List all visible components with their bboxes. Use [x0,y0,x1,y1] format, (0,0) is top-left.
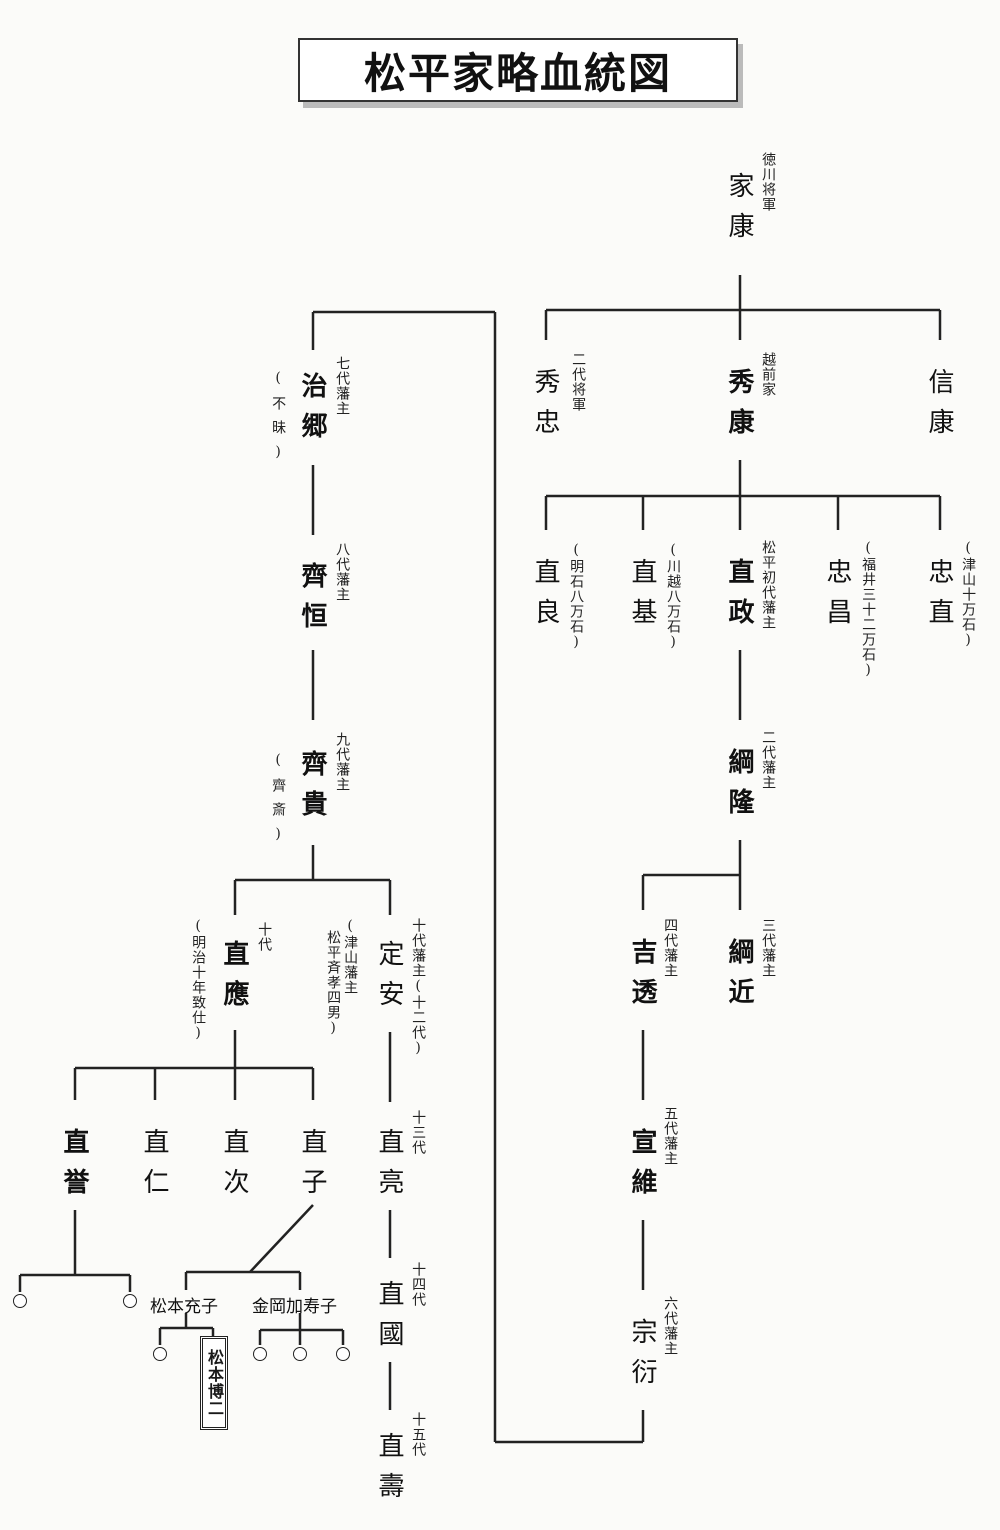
name-naomasa: 直政 [724,558,754,638]
note-munenobu: 六代藩主 [662,1296,679,1356]
note-hideyasu: 越前家 [760,352,777,397]
note-naritaka-alias: (齊斎) [270,752,287,852]
note-naomoto: (川越八万石) [665,542,682,651]
name-ieyasu: 家康 [724,172,754,252]
note-naritaka: 九代藩主 [334,732,351,792]
note-tsunataka: 二代藩主 [760,730,777,790]
name-tadamasa: 忠昌 [822,558,852,638]
name-yoshitoru: 吉透 [627,938,657,1018]
name-naoyasu: 直應 [219,940,249,1020]
unnamed-descendant-marker [123,1294,137,1308]
unnamed-descendant-marker [336,1347,350,1361]
note-sadayasu-alias: (津山藩主 [342,918,359,995]
note-tadanao: (津山十万石) [960,540,977,649]
note-harusato-alias: (不昧) [270,370,287,470]
unnamed-descendant-marker [253,1347,267,1361]
note-yoshitoru: 四代藩主 [662,918,679,978]
note-hidetada: 二代将軍 [570,352,587,412]
note-ieyasu: 徳川将軍 [760,152,777,212]
note-naomasa: 松平初代藩主 [760,540,777,630]
name-harusato: 治郷 [297,372,327,452]
name-naomoto: 直基 [627,558,657,638]
note-tsunachika: 三代藩主 [760,918,777,978]
name-nobuyasu: 信康 [924,368,954,448]
name-nobuzumi: 宣維 [627,1128,657,1208]
descendant-matsumoto-hiroji: 松本博二 [200,1336,228,1430]
note-sadayasu-alias2: 松平斉孝四男) [325,930,342,1037]
descendant-kaneoka-kazuko: 金岡加寿子 [252,1297,337,1317]
unnamed-descendant-marker [13,1294,27,1308]
name-naoko: 直子 [297,1128,327,1208]
name-naotsugu: 直次 [219,1128,249,1208]
name-narutsune: 齊恒 [297,562,327,642]
name-naohito: 直仁 [139,1128,169,1208]
name-hidetada: 秀忠 [530,368,560,448]
page-title: 松平家略血統図 [363,48,672,98]
note-tadamasa: (福井三十二万石) [860,540,877,679]
name-tsunachika: 綱近 [724,938,754,1018]
note-nobuzumi: 五代藩主 [662,1106,679,1166]
note-naohisa: 十五代 [410,1412,427,1457]
note-narutsune: 八代藩主 [334,542,351,602]
unnamed-descendant-marker [293,1347,307,1361]
name-sadayasu: 定安 [374,940,404,1020]
note-naoyasu-alias: (明治十年致仕) [190,918,207,1042]
unnamed-descendant-marker [153,1347,167,1361]
name-munenobu: 宗衍 [627,1318,657,1398]
note-harusato: 七代藩主 [334,356,351,416]
note-naokuni: 十四代 [410,1262,427,1307]
name-tsunataka: 綱隆 [724,748,754,828]
name-tadanao: 忠直 [924,558,954,638]
name-naokuni: 直國 [374,1280,404,1360]
note-naoyoshi: (明石八万石) [568,542,585,651]
note-naoyasu: 十代 [256,922,273,952]
name-naoyoshi: 直良 [530,558,560,638]
name-naohisa: 直壽 [374,1432,404,1512]
note-naoaki: 十三代 [410,1110,427,1155]
name-naoaki: 直亮 [374,1128,404,1208]
name-naritaka: 齊貴 [297,750,327,830]
descendant-matsumoto-mitsuko: 松本充子 [150,1297,218,1317]
title-box: 松平家略血統図 [298,38,738,102]
name-hideyasu: 秀康 [724,368,754,448]
name-naoyo: 直誉 [59,1128,89,1208]
note-sadayasu: 十代藩主(十二代) [410,918,427,1057]
